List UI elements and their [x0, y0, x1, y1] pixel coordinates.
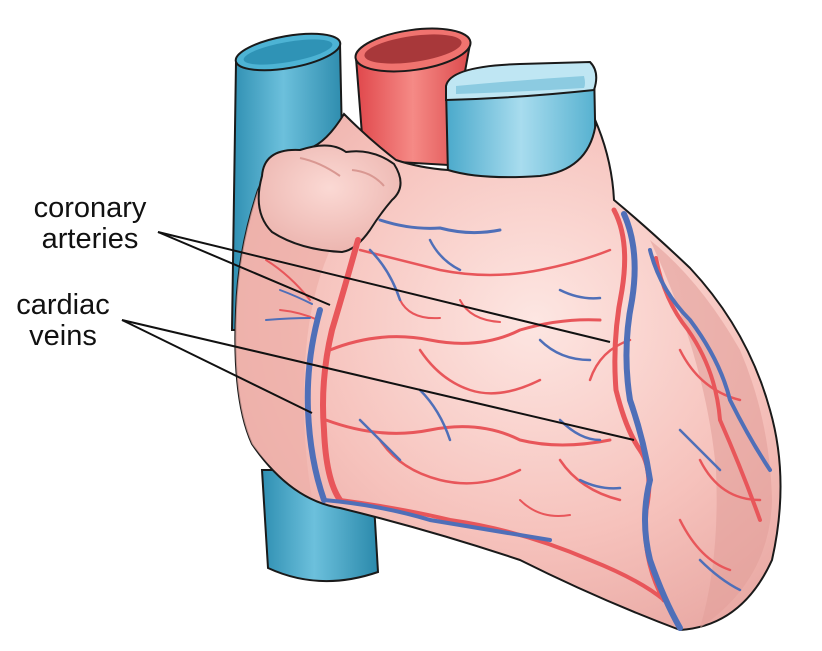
coronary-arteries — [265, 207, 762, 603]
leader-arteries-1 — [157, 231, 331, 306]
cardiac-veins-label-line1: cardiac — [16, 289, 110, 321]
artery-right-edge — [654, 256, 762, 522]
leader-veins-2 — [121, 319, 635, 441]
cardiac-veins-label: cardiac veins — [4, 290, 122, 352]
artery-main-left — [320, 237, 361, 503]
leader-arteries-2 — [157, 231, 611, 343]
aorta — [354, 27, 472, 167]
right-auricle — [257, 144, 402, 254]
pulmonary-trunk — [444, 60, 598, 181]
coronary-arteries-label: coronary arteries — [20, 193, 160, 255]
vein-right-edge — [648, 248, 772, 472]
vein-bottom — [322, 498, 552, 542]
coronary-arteries-label-line2: arteries — [41, 223, 139, 255]
coronary-arteries-label-line1: coronary — [33, 192, 147, 224]
vein-main-right — [621, 211, 683, 631]
cardiac-veins-label-line2: veins — [29, 320, 97, 352]
leader-veins-1 — [121, 319, 313, 414]
leader-lines — [121, 231, 635, 441]
